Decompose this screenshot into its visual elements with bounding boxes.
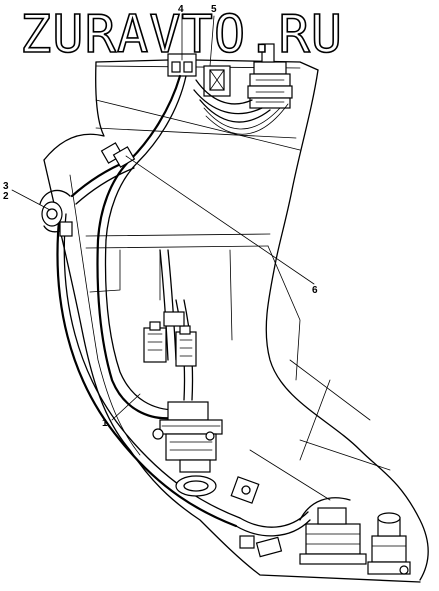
callout-5: 5 [211, 4, 217, 15]
bottom-left-clamp [239, 535, 283, 558]
lower-round-connector [152, 401, 223, 497]
bottom-right-connectors [299, 507, 411, 575]
callout-4: 4 [178, 4, 184, 15]
callout-3: 3 [3, 181, 9, 192]
middle-relay-connectors [143, 311, 197, 367]
top-connector-block [167, 53, 231, 97]
callout-6: 6 [312, 285, 318, 296]
inline-connector [100, 142, 136, 168]
leader-lines [11, 13, 315, 421]
top-right-connector-stack [247, 43, 293, 109]
panel-outline [43, 59, 429, 583]
callout-2: 2 [3, 191, 9, 202]
right-mid-clip [230, 476, 260, 504]
watermark-text: ZURAVTO.RU [20, 5, 343, 65]
callout-1: 1 [102, 418, 108, 429]
left-bracket-clamp [39, 189, 73, 237]
